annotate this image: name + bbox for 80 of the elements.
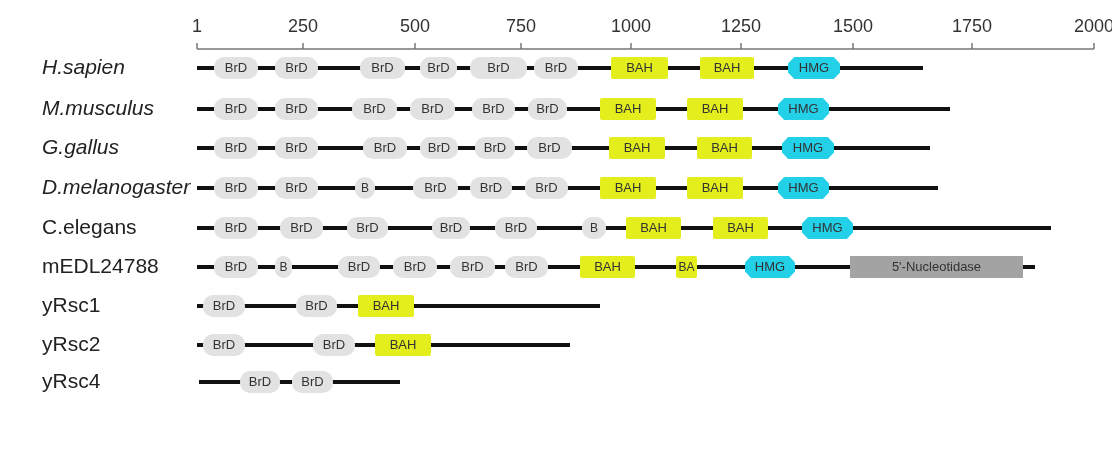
species-label: C.elegans: [42, 215, 137, 239]
bromodomain-box: BrD: [410, 98, 455, 120]
bromodomain-box: BrD: [292, 371, 333, 393]
bromodomain-box: BrD: [296, 295, 337, 317]
hmg-domain-box: HMG: [745, 256, 795, 278]
bah-domain-box: BAH: [600, 98, 656, 120]
bromodomain-box: B: [275, 256, 292, 278]
bromodomain-box: BrD: [214, 137, 258, 159]
bah-domain-box: BA: [676, 256, 697, 278]
bromodomain-box: BrD: [203, 295, 245, 317]
bromodomain-box: BrD: [413, 177, 458, 199]
hmg-domain-box: HMG: [778, 177, 829, 199]
bah-domain-box: BAH: [687, 98, 743, 120]
bromodomain-box: B: [355, 177, 375, 199]
bromodomain-box: B: [582, 217, 606, 239]
bah-domain-box: BAH: [611, 57, 668, 79]
bromodomain-box: BrD: [472, 98, 515, 120]
species-label: yRsc2: [42, 332, 101, 356]
bromodomain-box: BrD: [275, 177, 318, 199]
axis-tick-label: 1500: [833, 16, 873, 37]
bromodomain-box: BrD: [505, 256, 548, 278]
species-label: yRsc4: [42, 369, 101, 393]
species-label: G.gallus: [42, 135, 120, 159]
axis-tick-label: 1: [192, 16, 202, 37]
bah-domain-box: BAH: [600, 177, 656, 199]
nucleotidase-domain-box: 5'-Nucleotidase: [850, 256, 1023, 278]
bromodomain-box: BrD: [214, 256, 258, 278]
axis-tick-label: 500: [400, 16, 430, 37]
species-label: yRsc1: [42, 293, 101, 317]
bromodomain-box: BrD: [240, 371, 280, 393]
bromodomain-box: BrD: [420, 57, 457, 79]
bromodomain-box: BrD: [393, 256, 437, 278]
bromodomain-box: BrD: [470, 177, 512, 199]
axis-tick-label: 1250: [721, 16, 761, 37]
bromodomain-box: BrD: [275, 98, 318, 120]
hmg-domain-box: HMG: [788, 57, 840, 79]
species-label: H.sapien: [42, 55, 125, 79]
bromodomain-box: BrD: [495, 217, 537, 239]
bromodomain-box: BrD: [525, 177, 568, 199]
bromodomain-box: BrD: [432, 217, 470, 239]
bah-domain-box: BAH: [609, 137, 665, 159]
bah-domain-box: BAH: [700, 57, 754, 79]
axis-tick-label: 1750: [952, 16, 992, 37]
hmg-domain-box: HMG: [778, 98, 829, 120]
bromodomain-box: BrD: [528, 98, 567, 120]
axis-tick-label: 250: [288, 16, 318, 37]
bromodomain-box: BrD: [360, 57, 405, 79]
bah-domain-box: BAH: [375, 334, 431, 356]
bromodomain-box: BrD: [214, 98, 258, 120]
bromodomain-box: BrD: [527, 137, 572, 159]
bromodomain-box: BrD: [214, 217, 258, 239]
bromodomain-box: BrD: [534, 57, 578, 79]
bah-domain-box: BAH: [626, 217, 681, 239]
bromodomain-box: BrD: [203, 334, 245, 356]
hmg-domain-box: HMG: [802, 217, 853, 239]
bromodomain-box: BrD: [313, 334, 355, 356]
bromodomain-box: BrD: [475, 137, 515, 159]
bromodomain-box: BrD: [470, 57, 527, 79]
bah-domain-box: BAH: [713, 217, 768, 239]
species-label: mEDL24788: [42, 254, 159, 278]
bromodomain-box: BrD: [214, 57, 258, 79]
bah-domain-box: BAH: [697, 137, 752, 159]
bromodomain-box: BrD: [420, 137, 458, 159]
bromodomain-box: BrD: [275, 137, 318, 159]
axis-tick-label: 1000: [611, 16, 651, 37]
bromodomain-box: BrD: [275, 57, 318, 79]
bromodomain-box: BrD: [338, 256, 380, 278]
axis-tick-label: 750: [506, 16, 536, 37]
bromodomain-box: BrD: [214, 177, 258, 199]
bromodomain-box: BrD: [280, 217, 323, 239]
bromodomain-box: BrD: [347, 217, 388, 239]
bah-domain-box: BAH: [580, 256, 635, 278]
species-label: M.musculus: [42, 96, 155, 120]
bromodomain-box: BrD: [352, 98, 397, 120]
bromodomain-box: BrD: [450, 256, 495, 278]
bah-domain-box: BAH: [358, 295, 414, 317]
bromodomain-box: BrD: [363, 137, 407, 159]
bah-domain-box: BAH: [687, 177, 743, 199]
hmg-domain-box: HMG: [782, 137, 834, 159]
species-label: D.melanogaster: [42, 175, 191, 199]
